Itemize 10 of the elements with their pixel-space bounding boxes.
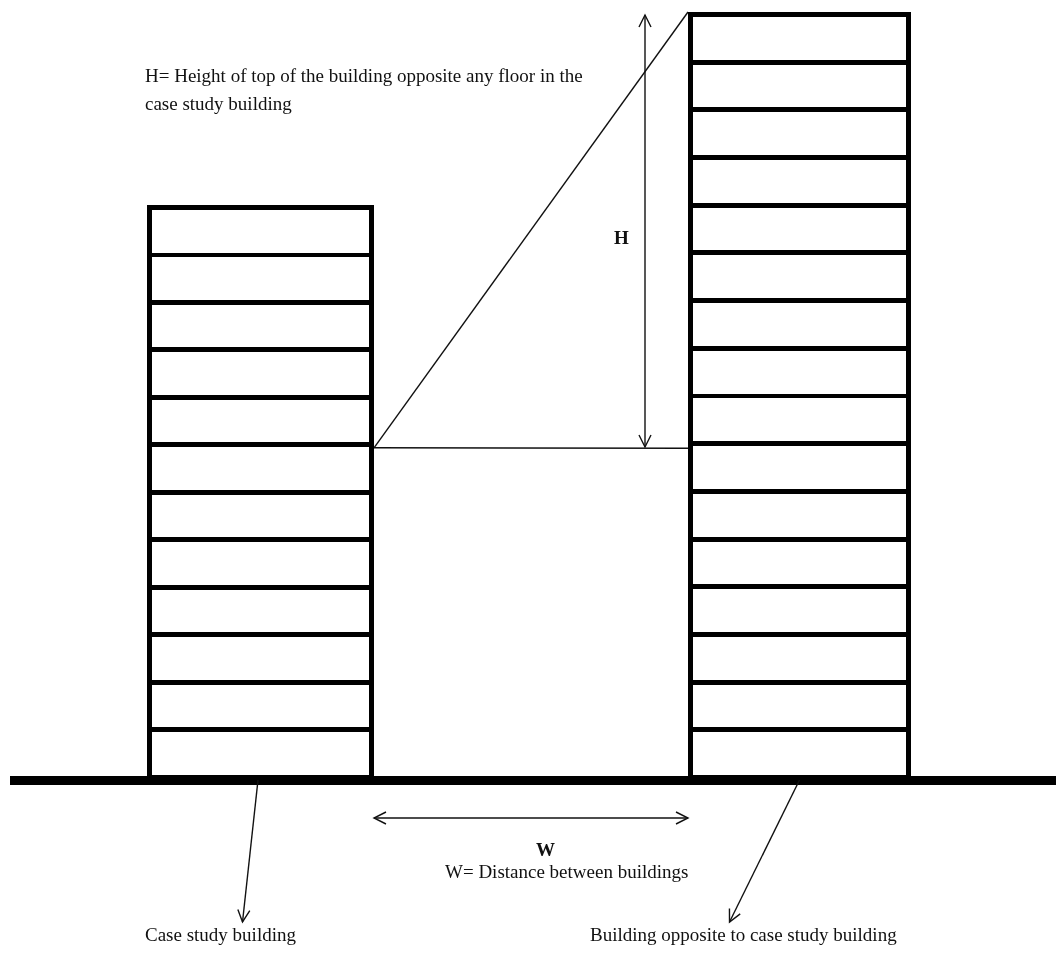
definition-note: H= Height of top of the building opposite any floor in the case study building xyxy=(145,64,584,116)
arrow xyxy=(728,779,801,923)
definition-note: W= Distance between buildings xyxy=(445,860,689,884)
sight-line xyxy=(373,447,689,449)
building-caption: Building opposite to case study building xyxy=(590,922,897,948)
dimension-label: W xyxy=(536,838,555,862)
sight-line xyxy=(373,11,689,449)
dimension-label: H xyxy=(614,226,629,250)
arrow xyxy=(237,779,259,923)
building-caption: Case study building xyxy=(145,922,296,948)
